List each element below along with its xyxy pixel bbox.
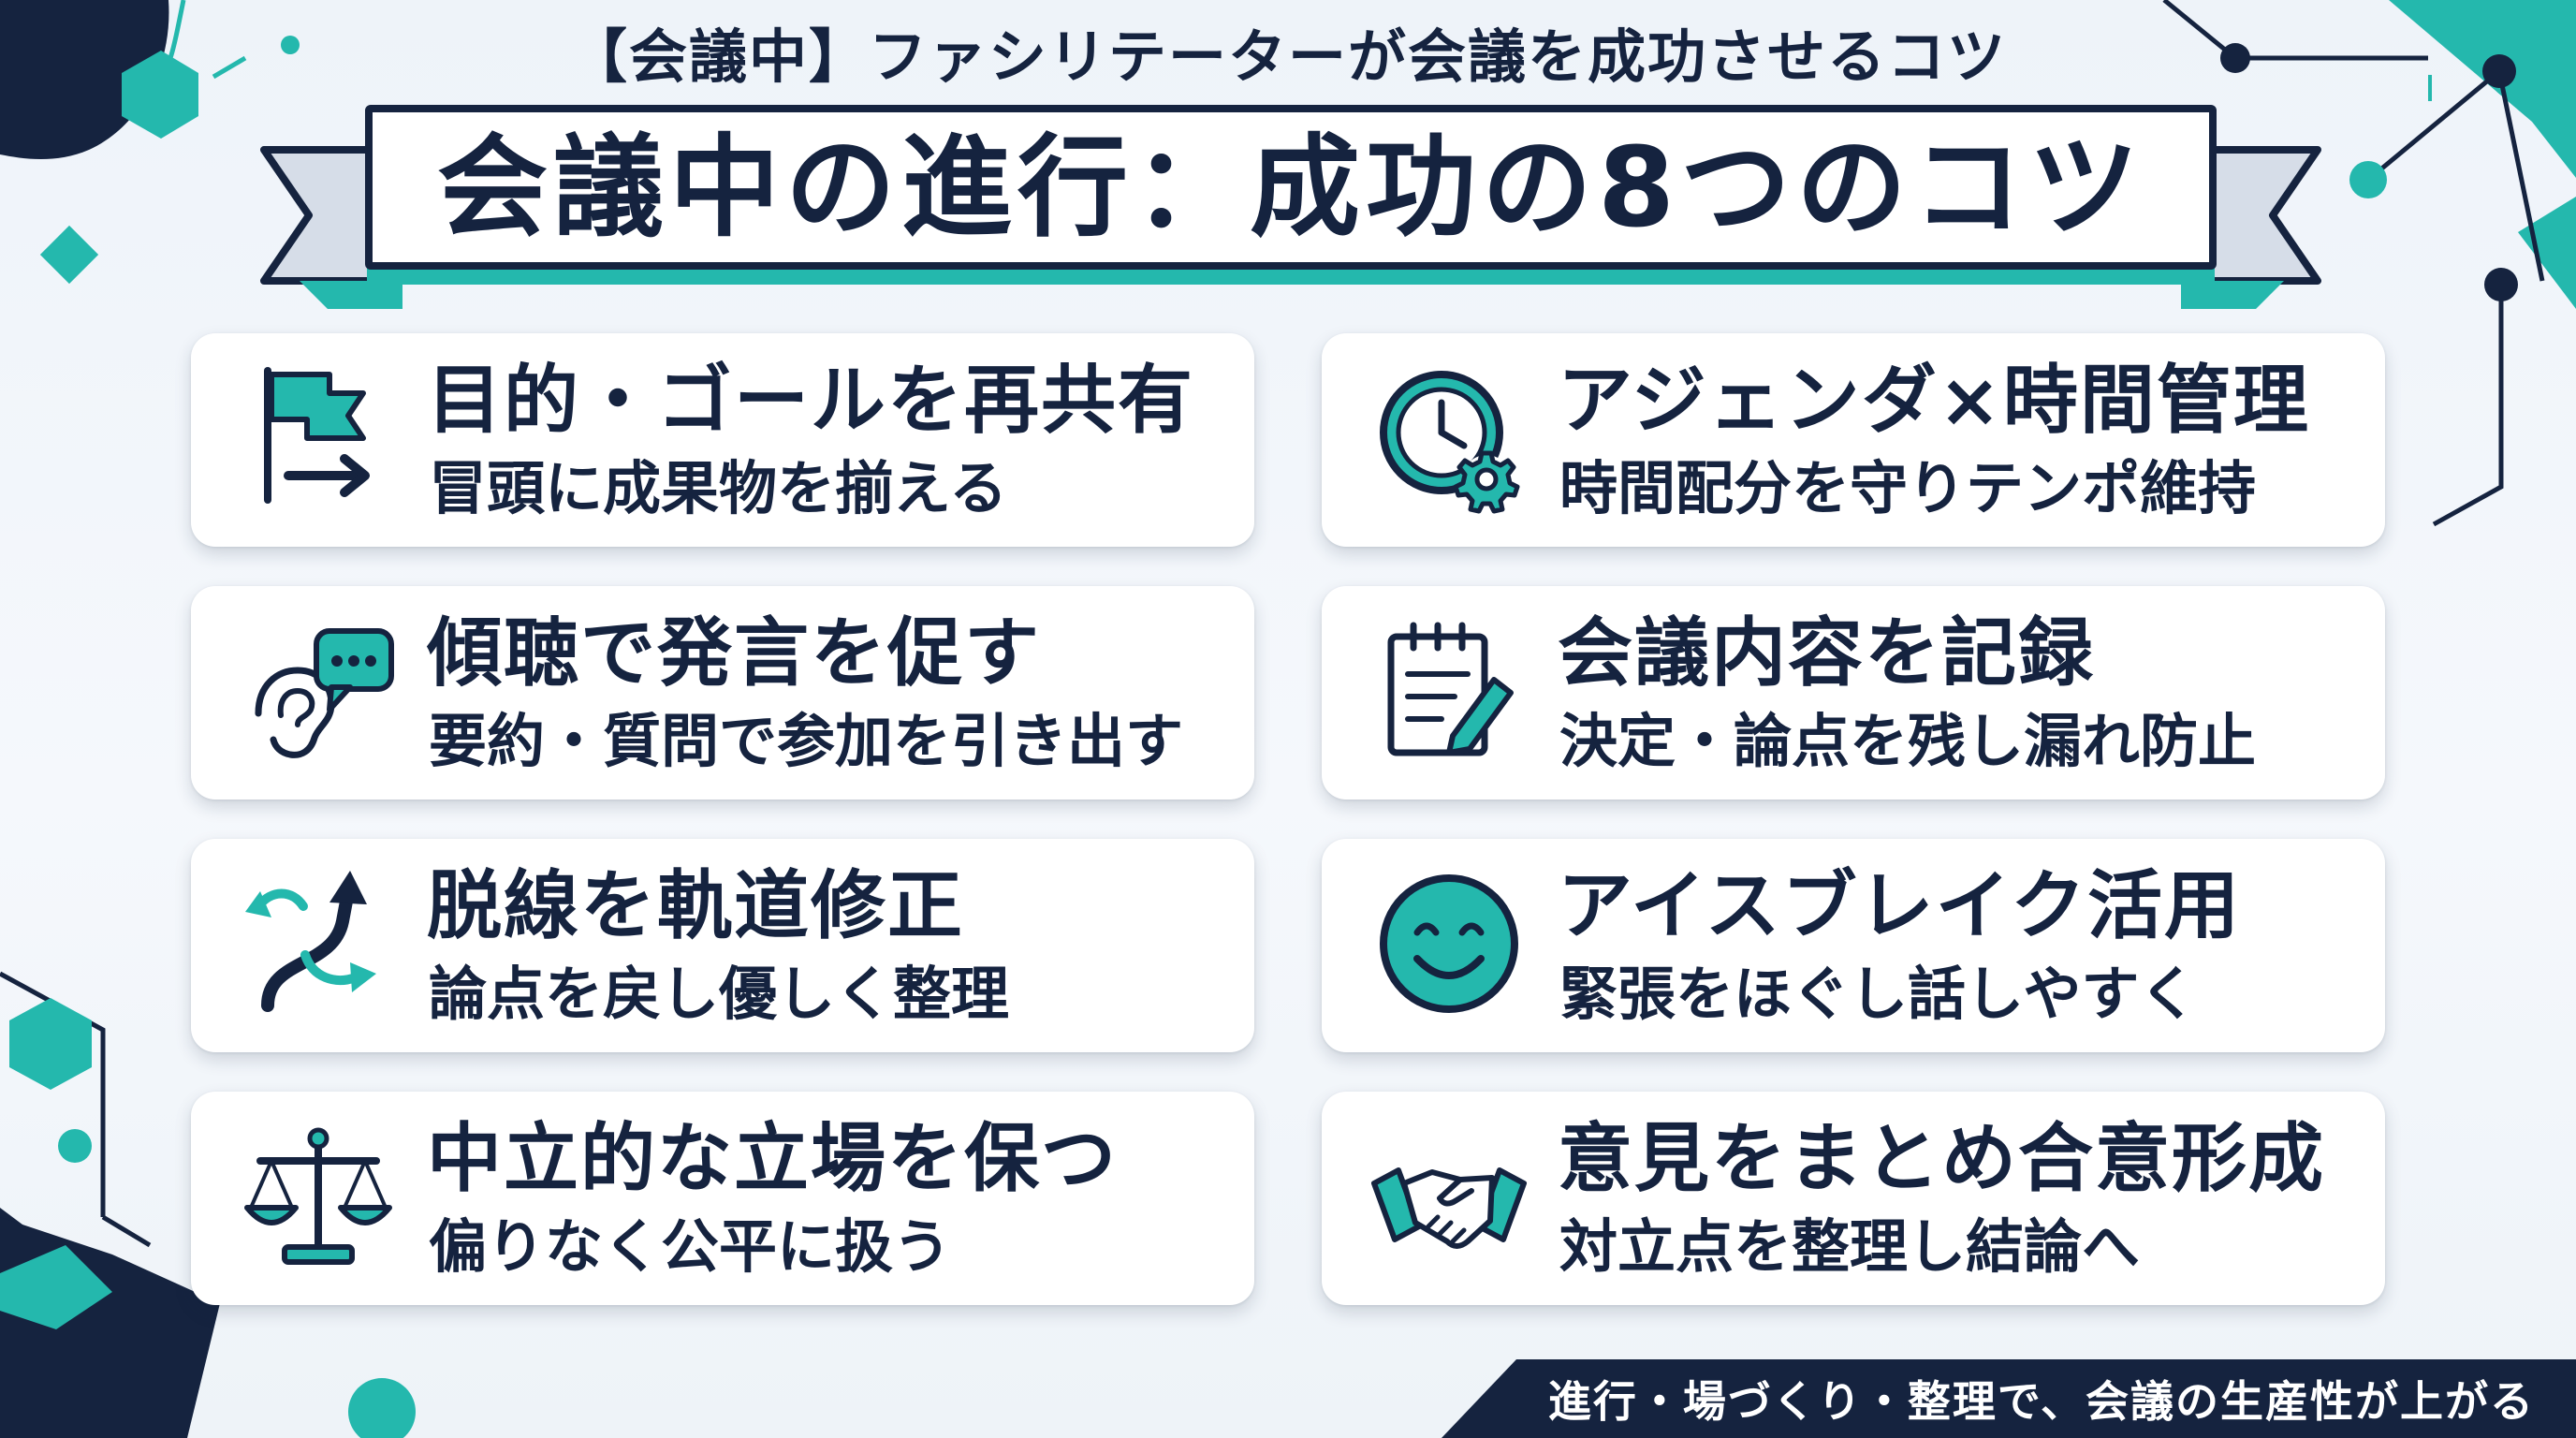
tip-title: 傾聴で発言を促す [427, 609, 1041, 697]
tip-card-neutral: 中立的な立場を保つ 偏りなく公平に扱う [191, 1092, 1254, 1305]
supertitle: 【会議中】ファシリテーターが会議を成功させるコツ [568, 22, 2007, 91]
flag-arrow-icon [264, 367, 370, 504]
tip-title: 意見をまとめ合意形成 [1558, 1115, 2325, 1202]
footer-text: 進行・場づくり・整理で、会議の生産性が上がる [1547, 1376, 2535, 1427]
handshake-icon [1371, 1167, 1527, 1249]
tip-card-listening: 傾聴で発言を促す 要約・質問で参加を引き出す [191, 586, 1254, 800]
clock-gear-icon [1380, 371, 1520, 514]
tip-title: アイスブレイク活用 [1558, 862, 2241, 949]
tip-title: 中立的な立場を保つ [427, 1115, 1118, 1202]
smiley-face-icon [1380, 874, 1518, 1013]
page-title: 会議中の進行：成功の8つのコツ [436, 123, 2145, 252]
tip-card-record: 会議内容を記録 決定・論点を残し漏れ防止 [1322, 586, 2385, 800]
tip-card-icebreak: アイスブレイク活用 緊張をほぐし話しやすく [1322, 839, 2385, 1052]
tip-title: アジェンダ×時間管理 [1558, 357, 2310, 444]
tip-title: 会議内容を記録 [1558, 609, 2095, 697]
tip-description: 偏りなく公平に扱う [429, 1212, 952, 1281]
tip-description: 緊張をほぐし話しやすく [1559, 960, 2198, 1028]
balance-scale-icon [244, 1127, 392, 1265]
footer-banner: 進行・場づくり・整理で、会議の生産性が上がる [1516, 1359, 2576, 1438]
notepad-pen-icon [1387, 622, 1514, 756]
title-banner: 会議中の進行：成功の8つのコツ [365, 105, 2217, 270]
tip-card-goal: 目的・ゴールを再共有 冒頭に成果物を揃える [191, 333, 1254, 547]
redirect-arrows-icon [245, 871, 376, 1012]
tip-title: 脱線を軌道修正 [427, 862, 964, 949]
tip-card-redirect: 脱線を軌道修正 論点を戻し優しく整理 [191, 839, 1254, 1052]
ear-speech-bubble-icon [255, 628, 394, 758]
tip-description: 時間配分を守りテンポ維持 [1559, 454, 2257, 522]
tip-description: 論点を戻し優しく整理 [429, 960, 1010, 1028]
tip-description: 冒頭に成果物を揃える [429, 454, 1008, 522]
tip-description: 要約・質問で参加を引き出す [429, 707, 1184, 775]
tip-card-agenda-time: アジェンダ×時間管理 時間配分を守りテンポ維持 [1322, 333, 2385, 547]
tip-title: 目的・ゴールを再共有 [427, 357, 1194, 444]
tip-description: 決定・論点を残し漏れ防止 [1559, 707, 2257, 775]
tip-description: 対立点を整理し結論へ [1559, 1212, 2141, 1281]
tip-card-consensus: 意見をまとめ合意形成 対立点を整理し結論へ [1322, 1092, 2385, 1305]
